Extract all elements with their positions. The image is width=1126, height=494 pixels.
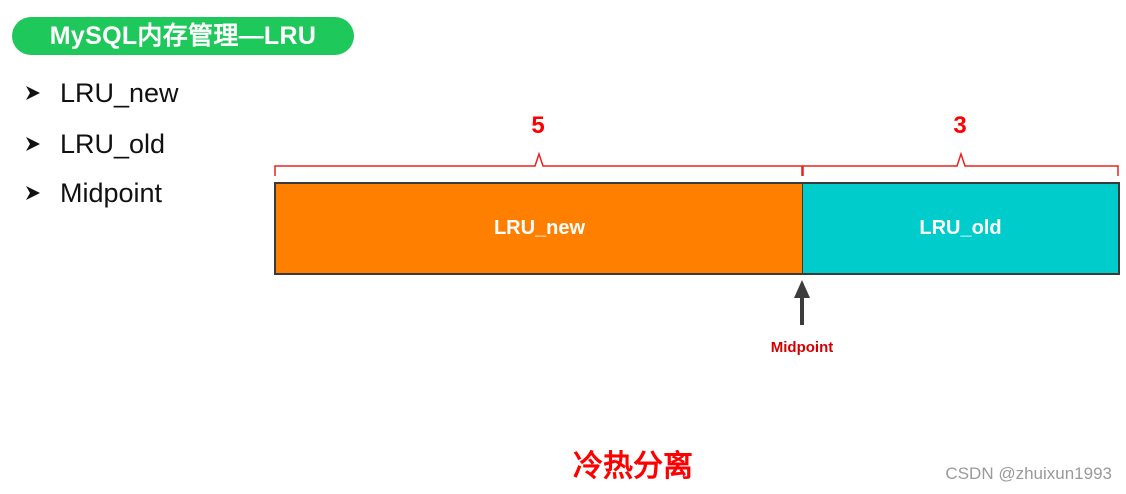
bullet-item: LRU_old (24, 127, 165, 161)
lru-new-count: 5 (531, 112, 545, 139)
lru-old-label: LRU_old (919, 217, 1002, 239)
midpoint-label: Midpoint (770, 339, 834, 356)
lru-old-segment: LRU_old (802, 182, 1120, 275)
bullet-label: Midpoint (60, 177, 163, 208)
lru-new-label: LRU_new (493, 217, 586, 239)
bullet-label: LRU_new (60, 77, 179, 108)
bullet-arrow-icon (24, 84, 60, 102)
lru-old-count: 3 (953, 112, 967, 139)
bullet-item: LRU_new (24, 76, 179, 110)
diagram-caption: 冷热分离 (573, 450, 693, 483)
lru-new-segment: LRU_new (274, 182, 804, 275)
midpoint-arrow-icon (794, 280, 810, 325)
lru-new-brace (274, 151, 803, 176)
lru-old-brace (802, 151, 1119, 176)
bullet-item: Midpoint (24, 176, 162, 210)
bullet-label: LRU_old (60, 128, 166, 159)
bullet-arrow-icon (24, 135, 60, 153)
watermark: CSDN @zhuixun1993 (945, 464, 1112, 483)
page-title: MySQL内存管理—LRU (12, 17, 354, 55)
bullet-arrow-icon (24, 184, 60, 202)
